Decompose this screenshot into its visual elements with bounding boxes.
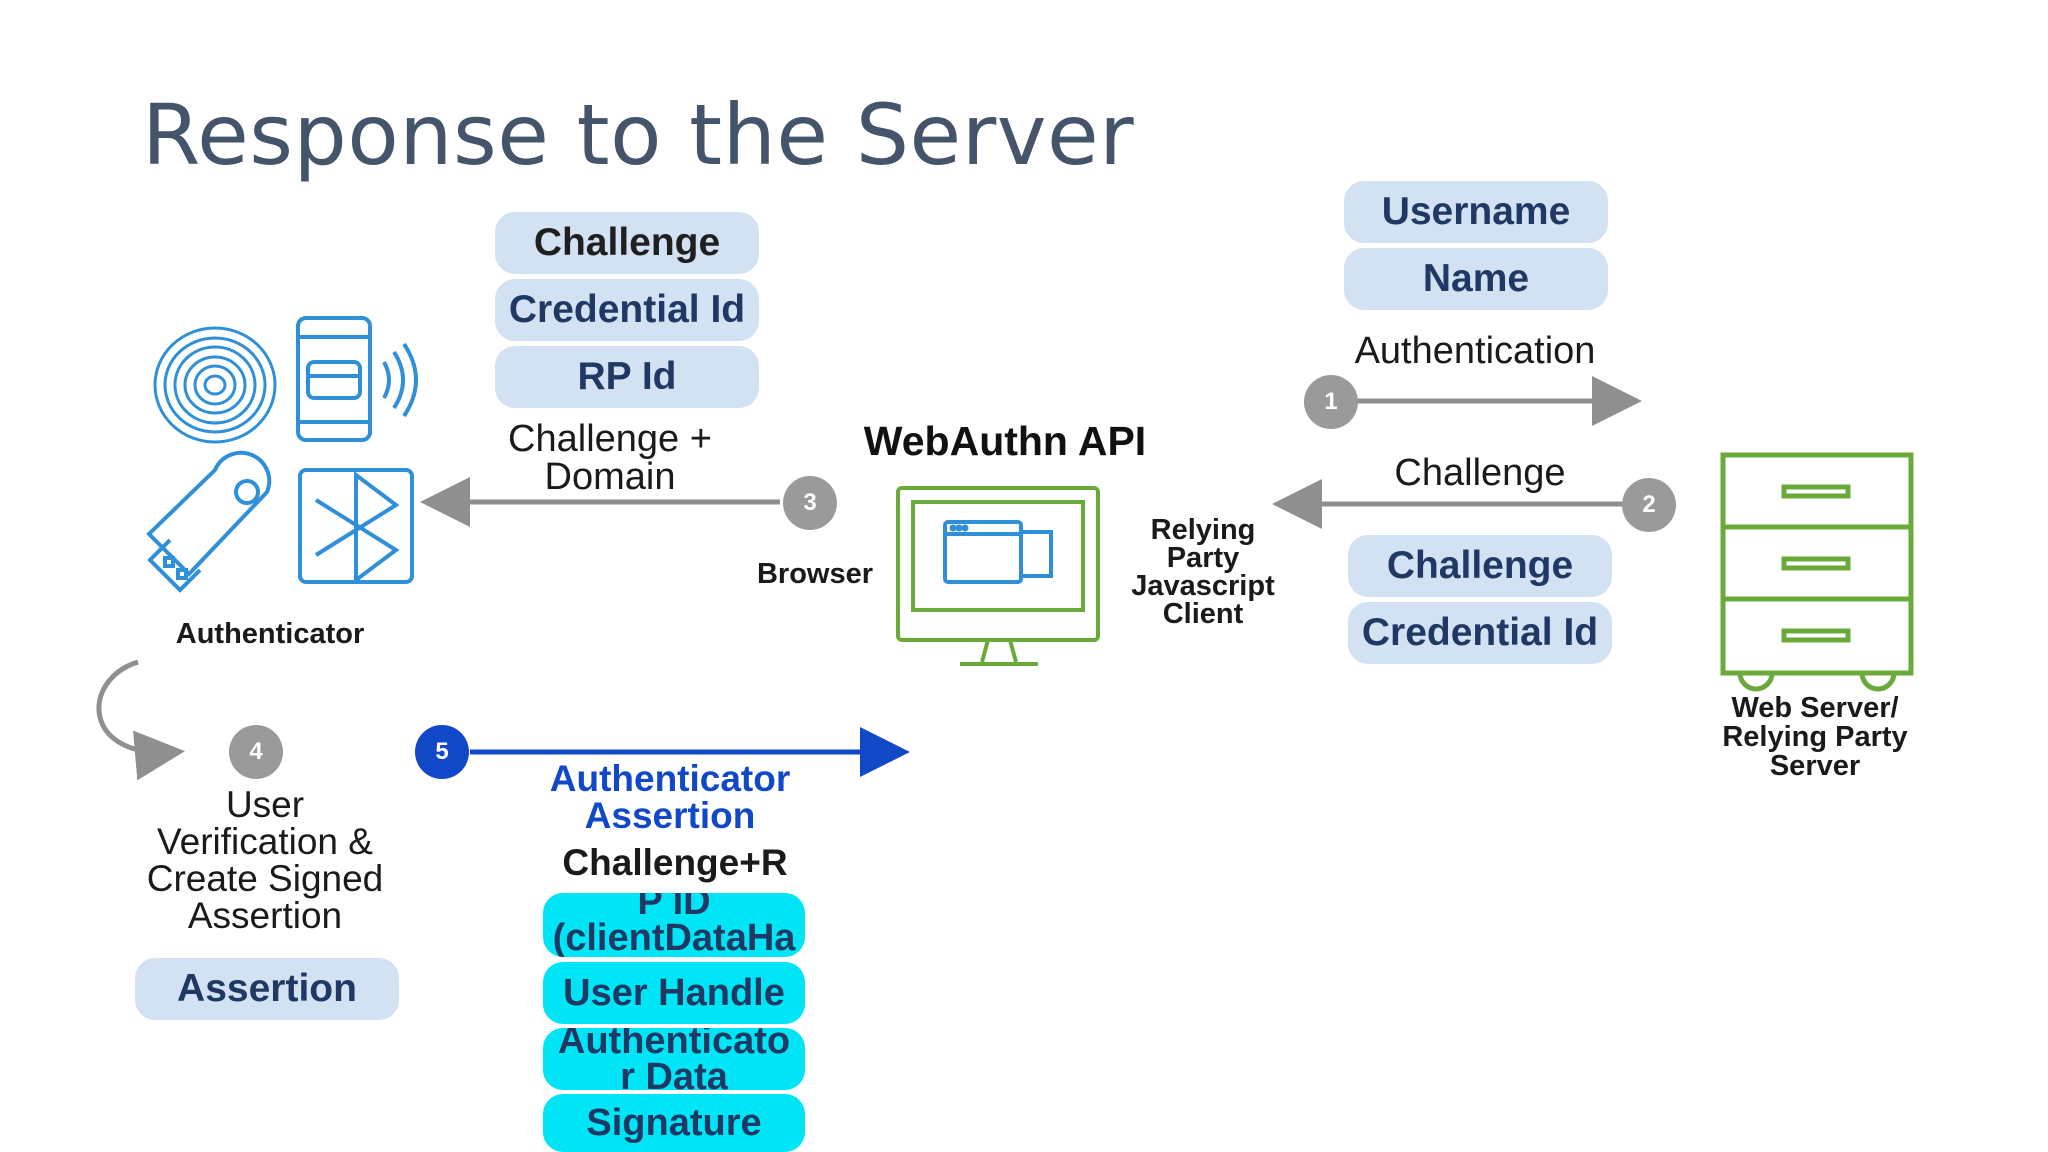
fingerprint-icon [153,326,277,444]
field-challenge: Challenge [495,212,759,274]
authentication-label: Authentication [1354,330,1596,372]
authenticator-assertion-heading: Authenticator Assertion [520,760,820,834]
client-data-line2: P ID [637,893,711,923]
step-5-badge: 5 [415,725,469,779]
browser-label: Browser [756,558,874,590]
verification-line4: Assertion [187,895,343,936]
step-2-badge: 2 [1622,478,1676,532]
user-handle-box: User Handle [543,962,805,1024]
step-4-badge: 4 [229,725,283,779]
phone-icon [296,316,418,442]
rp-client-line1: Relying [1150,514,1256,546]
webauthn-api-label: WebAuthn API [863,418,1147,464]
verification-line3: Create Signed [146,858,384,899]
field-rp-id: RP Id [495,346,759,408]
step-1-badge: 1 [1304,375,1358,429]
client-data-hash-box: P ID (clientDataHa [543,893,805,957]
client-data-line3: (clientDataHa [552,917,796,957]
rp-client-line4: Client [1162,598,1244,630]
server-icon [1720,452,1914,692]
auth-data-line2: r Data [620,1056,728,1090]
field-username: Username [1344,181,1608,243]
slide-title: Response to the Server [142,86,1135,184]
client-data-line1: Challenge+R [562,842,788,883]
server-label-line3: Server [1769,750,1861,782]
bluetooth-icon [298,468,414,584]
rp-client-line2: Party [1166,542,1240,574]
verification-line1: User [225,784,305,825]
verification-line2: Verification & [157,821,373,862]
challenge-domain-label: Challenge + Domain [480,420,740,496]
server-field-challenge: Challenge [1348,535,1612,597]
server-field-credential-id: Credential Id [1348,602,1612,664]
assertion-heading-line1: Authenticator [549,758,791,799]
server-label-line1: Web Server/ [1731,692,1899,724]
monitor-icon [896,486,1100,666]
server-challenge-label: Challenge [1394,452,1566,494]
step-3-badge: 3 [783,476,837,530]
assertion-heading-line2: Assertion [584,795,756,836]
web-server-label: Web Server/ Relying Party Server [1700,694,1930,781]
usb-key-icon [146,450,272,593]
field-name: Name [1344,248,1608,310]
authenticator-label: Authenticator [175,618,365,650]
assertion-box: Assertion [135,958,399,1020]
rp-client-line3: Javascript [1131,570,1275,602]
challenge-domain-line1: Challenge + [508,418,712,460]
arrow-user-verification [96,659,185,781]
signature-box: Signature [543,1094,805,1152]
browser-window-icon [943,520,1053,584]
user-verification-label: User Verification & Create Signed Assert… [120,786,410,934]
field-credential-id: Credential Id [495,279,759,341]
auth-data-line1: Authenticato [557,1028,791,1062]
rp-js-client-label: Relying Party Javascript Client [1118,514,1288,630]
server-label-line2: Relying Party [1722,721,1908,753]
authenticator-data-box: Authenticato r Data [543,1028,805,1090]
challenge-domain-line2: Domain [544,456,676,498]
